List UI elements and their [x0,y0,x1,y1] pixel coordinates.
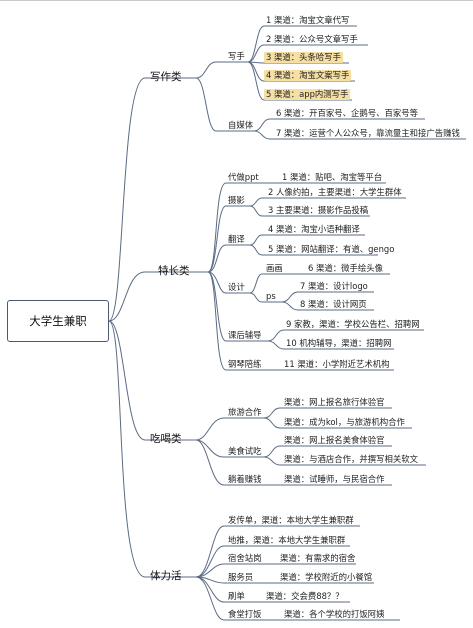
top-border [0,0,473,1]
node-xieshou: 写手 [228,51,245,61]
node-fanyi: 翻译 [228,234,245,244]
link-food-meishi [195,439,264,458]
link-special-sheji [207,271,250,294]
category-physical: 体力活 [150,570,182,582]
link-root-writing [108,77,196,322]
node-ppt-1: 1 渠道：贴吧、淘宝等平台 [282,172,383,182]
node-fanyi-4: 4 渠道：淘宝小语种翻译 [268,224,360,234]
node-ps-7: 7 渠道：设计logo [300,281,368,291]
category-special: 特长类 [158,265,190,277]
node-sheying-2: 2 人像约拍，主要渠道：大学生群体 [268,187,402,197]
link-special-ppt [207,182,260,273]
node-shitang-sub: 渠道：各个学校的打饭阿姨 [284,609,385,619]
node-sheying-3: 3 主要渠道：摄影作品投稿 [268,205,369,215]
link-meishi-1 [263,445,392,458]
category-writing: 写作类 [150,71,182,83]
link-sheying-3 [249,205,370,217]
link-lvyou-2 [263,417,412,429]
node-ps-8: 8 渠道：设计网页 [300,299,367,309]
node-lvyou-1: 渠道：网上报名旅行体验官 [284,397,385,407]
link-fanyi-4 [249,234,365,246]
root-node: 大学生兼职 [7,300,109,342]
link-root-special [108,271,208,322]
node-kehou-10: 10 机构辅导，渠道：招聘网 [286,338,392,348]
link-ps-8 [281,301,374,311]
node-shuimian-1: 渠道：试睡师，与民宿合作 [284,474,385,484]
link-food-shuimian [195,439,264,486]
node-fuwu-sub: 渠道：学校附近的小餐馆 [280,572,373,582]
node-meishi: 美食试吃 [228,446,262,456]
link-fanyi-5 [249,244,378,256]
link-zimeiti-6 [253,118,425,132]
node-meishi-2: 渠道：与酒店合作，并撰写相关软文 [284,454,418,464]
node-huahua: 画画 [266,263,283,273]
node-writing-1: 1 渠道：淘宝文章代写 [266,15,350,25]
link-physical-1 [195,525,360,578]
node-ps: ps [266,291,276,301]
node-shuadan-sub: 渠道：交会费88？？ [266,591,344,601]
link-ps-7 [281,291,374,303]
link-sheying-2 [249,197,406,207]
link-kehou-10 [267,340,394,350]
link-xieshou-1 [247,25,357,63]
link-special-gangqin [207,271,268,371]
node-kehou: 课后辅导 [228,330,262,340]
link-physical-2 [195,545,350,578]
node-zimeiti: 自媒体 [228,120,254,130]
link-kehou-9 [267,329,424,342]
link-zimeiti-7 [253,130,466,140]
node-gangqin: 钢琴陪练 [228,359,262,369]
node-sheji: 设计 [228,282,245,292]
node-physical-1: 发传单，渠道：本地大学生兼职群 [228,515,354,525]
link-writing-zimeiti [195,77,254,132]
category-food: 吃喝类 [150,433,182,445]
node-ppt: 代做ppt [228,172,259,182]
node-fanyi-5: 5 渠道：网站翻译：有道、gengo [268,244,395,254]
link-special-fanyi [207,244,250,273]
link-sheji-huahua [249,273,290,294]
link-sheji-ps [249,292,282,303]
node-zimeiti-7: 7 渠道：运营个人公众号，靠流量主和接广告赚钱 [276,128,460,138]
link-lvyou-1 [263,407,392,419]
link-writing-xieshou [195,61,248,79]
node-lvyou: 旅游合作 [228,407,262,417]
node-physical-3: 宿舍站岗 [228,553,262,563]
node-gangqin-11: 11 渠道：小学附近艺术机构 [284,359,390,369]
link-root-food [108,320,196,441]
link-special-sheying [207,205,250,273]
node-physical-2: 地推，渠道：本地大学生兼职群 [228,535,346,545]
node-shuimian: 躺着赚钱 [228,474,262,484]
node-physical-4: 服务员 [228,572,254,582]
node-sushe-sub: 渠道：有需求的宿舍 [280,553,356,563]
node-sheying: 摄影 [228,195,245,205]
link-xieshou-5 [247,61,352,101]
node-huahua-6: 6 渠道：微手绘头像 [308,263,383,273]
node-writing-4: 4 渠道：淘宝文案写手 [264,70,352,81]
node-writing-3: 3 渠道：头条哈写手 [264,52,343,63]
node-kehou-9: 9 家教，渠道：学校公告栏、招聘网 [286,319,420,329]
link-physical-3 [195,563,268,578]
node-physical-5: 刷单 [228,591,245,601]
node-meishi-1: 渠道：网上报名美食体验官 [284,435,385,445]
node-physical-6: 食堂打饭 [228,609,262,619]
node-zimeiti-6: 6 渠道：开百家号、企鹅号、百家号等 [276,108,418,118]
link-xieshou-2 [247,44,368,63]
node-lvyou-2: 渠道：成为kol，与旅游机构合作 [284,417,405,427]
node-writing-2: 2 渠道：公众号文章写手 [266,34,358,44]
link-food-lvyou [195,417,264,441]
node-writing-5: 5 渠道：app内测写手 [264,89,351,100]
link-root-physical [108,320,196,578]
link-physical-6 [195,576,270,621]
link-meishi-2 [263,456,426,466]
